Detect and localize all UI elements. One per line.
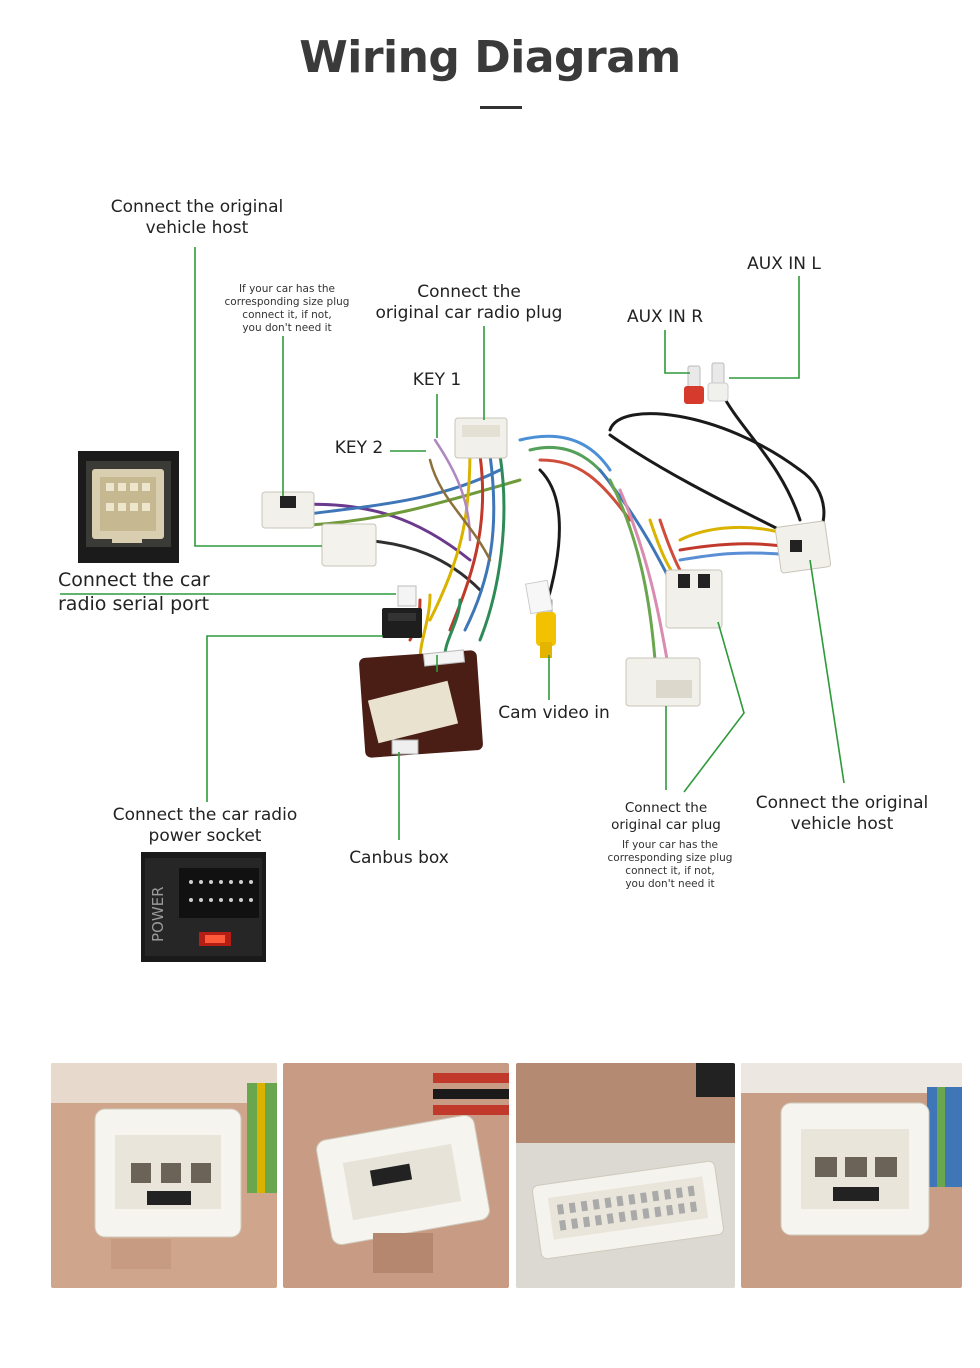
leader-power-socket (206, 635, 383, 802)
label-serial-port: Connect the car radio serial port (58, 569, 210, 615)
white-connector-vehicle-host-right (774, 520, 832, 574)
label-aux-in-l: AUX IN L (747, 254, 821, 274)
label-vehicle-host-right: Connect the original vehicle host (755, 793, 929, 835)
connector-photo-4 (741, 1063, 962, 1288)
leader-vehicle-host-right (809, 559, 845, 784)
label-size-plug-note-top: If your car has the corresponding size p… (224, 283, 350, 335)
white-connector-right-lower (625, 657, 701, 707)
power-inset-text: POWER (149, 886, 167, 942)
label-power-socket: Connect the car radio power socket (112, 805, 298, 847)
serial-port-connector (397, 585, 417, 607)
power-socket-photo: POWER (141, 852, 266, 962)
white-connector-top-left (261, 491, 315, 529)
label-aux-in-r: AUX IN R (626, 307, 704, 327)
label-canbus-box: Canbus box (349, 848, 449, 868)
connector-photo-2 (283, 1063, 509, 1288)
page-title: Wiring Diagram (299, 32, 681, 83)
connector-photo-1 (51, 1063, 277, 1288)
wiring-harness-diagram (60, 247, 845, 840)
canbus-box (359, 649, 483, 758)
leader-vehicle-host-top (194, 247, 322, 547)
leader-aux-r (664, 330, 690, 374)
label-size-plug-note-bottom: If your car has the corresponding size p… (607, 839, 733, 891)
aux-rca-plugs (684, 362, 729, 404)
label-key2: KEY 2 (334, 438, 384, 458)
title-underline (480, 106, 522, 109)
label-radio-plug: Connect the original car radio plug (375, 282, 563, 324)
label-original-car-plug: Connect the original car plug (611, 800, 721, 833)
label-vehicle-host-top: Connect the original vehicle host (110, 197, 284, 239)
white-connector-radio-plug (454, 417, 508, 459)
black-connector-power (382, 608, 422, 638)
white-connector-right-upper (665, 569, 723, 629)
label-cam-video-in: Cam video in (498, 703, 610, 723)
leader-car-plug-b (683, 621, 745, 793)
leader-aux-l (729, 276, 800, 379)
white-connector-vehicle-host (321, 523, 377, 567)
label-key1: KEY 1 (412, 370, 462, 390)
connector-photo-3 (516, 1063, 735, 1288)
cam-rca-plug (524, 579, 556, 658)
serial-port-photo (78, 451, 179, 563)
